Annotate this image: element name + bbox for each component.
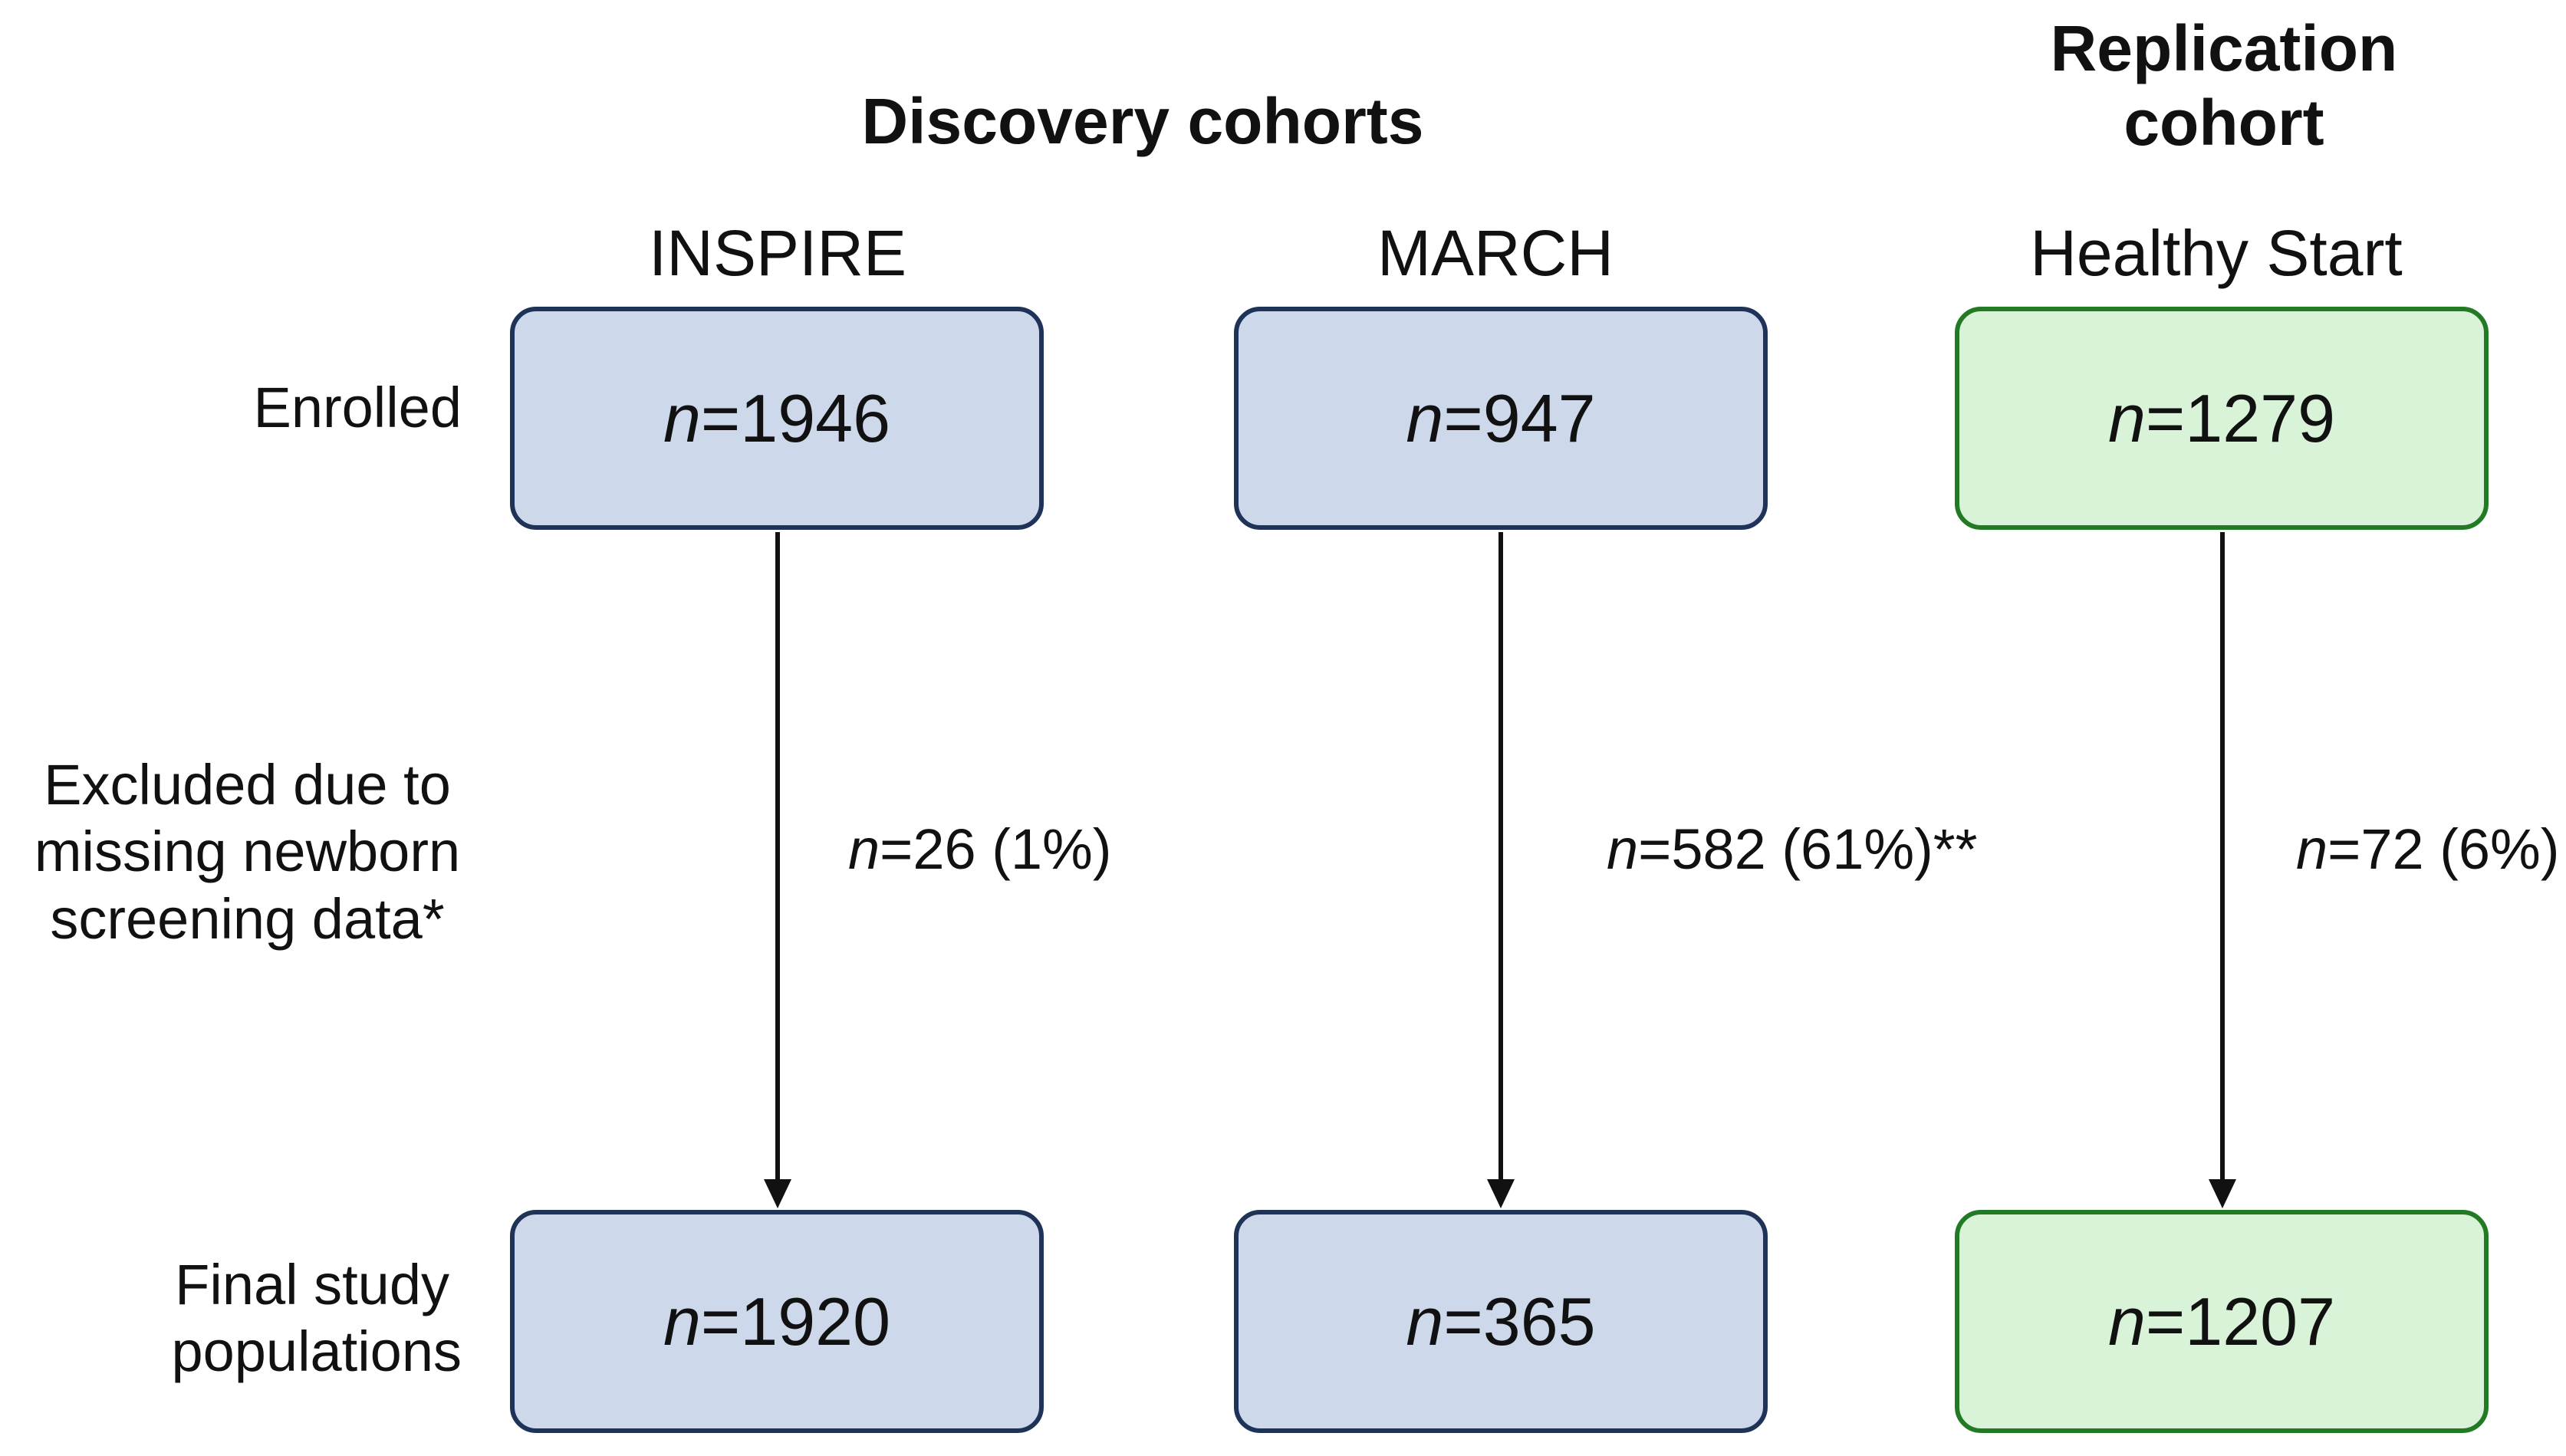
replication-cohort-heading: Replication cohort	[1902, 12, 2546, 159]
row-label-final-line2: populations	[171, 1320, 462, 1384]
final-count-healthy-start: =1207	[2145, 1283, 2336, 1359]
replication-heading-line2: cohort	[2124, 86, 2324, 159]
enrolled-count-healthy-start: =1279	[2145, 380, 2336, 456]
row-label-excluded-line2: missing newborn	[34, 820, 461, 884]
arrow-inspire	[764, 532, 791, 1208]
final-count-inspire: =1920	[700, 1283, 891, 1359]
n-symbol: n	[1406, 380, 1444, 456]
n-symbol: n	[663, 380, 701, 456]
row-label-excluded: Excluded due to missing newborn screenin…	[0, 751, 495, 952]
cohort-name-healthy-start: Healthy Start	[2030, 217, 2403, 289]
enrolled-box-inspire: n=1946	[510, 307, 1044, 530]
excluded-value-march: =582 (61%)**	[1638, 817, 1978, 881]
n-symbol: n	[1406, 1283, 1444, 1359]
replication-heading-line1: Replication	[2050, 12, 2398, 84]
enrolled-count-march: =947	[1443, 380, 1596, 456]
excluded-count-inspire: n=26 (1%)	[848, 817, 1111, 882]
row-label-final-line1: Final study	[175, 1253, 449, 1316]
cohort-name-inspire: INSPIRE	[648, 217, 907, 289]
n-symbol: n	[2107, 1283, 2146, 1359]
enrolled-count-inspire: =1946	[700, 380, 891, 456]
arrow-march	[1487, 532, 1515, 1208]
n-symbol: n	[2296, 817, 2328, 881]
enrolled-box-march: n=947	[1234, 307, 1768, 530]
excluded-value-healthy-start: =72 (6%)	[2327, 817, 2560, 881]
final-count-march: =365	[1443, 1283, 1596, 1359]
excluded-count-healthy-start: n=72 (6%)	[2296, 817, 2559, 882]
n-symbol: n	[1607, 817, 1639, 881]
final-box-healthy-start: n=1207	[1955, 1210, 2489, 1433]
final-box-march: n=365	[1234, 1210, 1768, 1433]
excluded-count-march: n=582 (61%)**	[1607, 817, 1977, 882]
n-symbol: n	[2107, 380, 2146, 456]
row-label-excluded-line3: screening data*	[50, 886, 445, 951]
n-symbol: n	[663, 1283, 701, 1359]
enrolled-box-healthy-start: n=1279	[1955, 307, 2489, 530]
row-label-final: Final study populations	[115, 1251, 462, 1385]
n-symbol: n	[848, 817, 880, 881]
row-label-enrolled: Enrolled	[253, 376, 462, 439]
discovery-cohorts-heading: Discovery cohorts	[861, 85, 1424, 157]
final-box-inspire: n=1920	[510, 1210, 1044, 1433]
cohort-name-march: MARCH	[1377, 217, 1614, 289]
excluded-value-inspire: =26 (1%)	[880, 817, 1112, 881]
arrow-healthy-start	[2209, 532, 2236, 1208]
row-label-excluded-line1: Excluded due to	[44, 753, 451, 817]
